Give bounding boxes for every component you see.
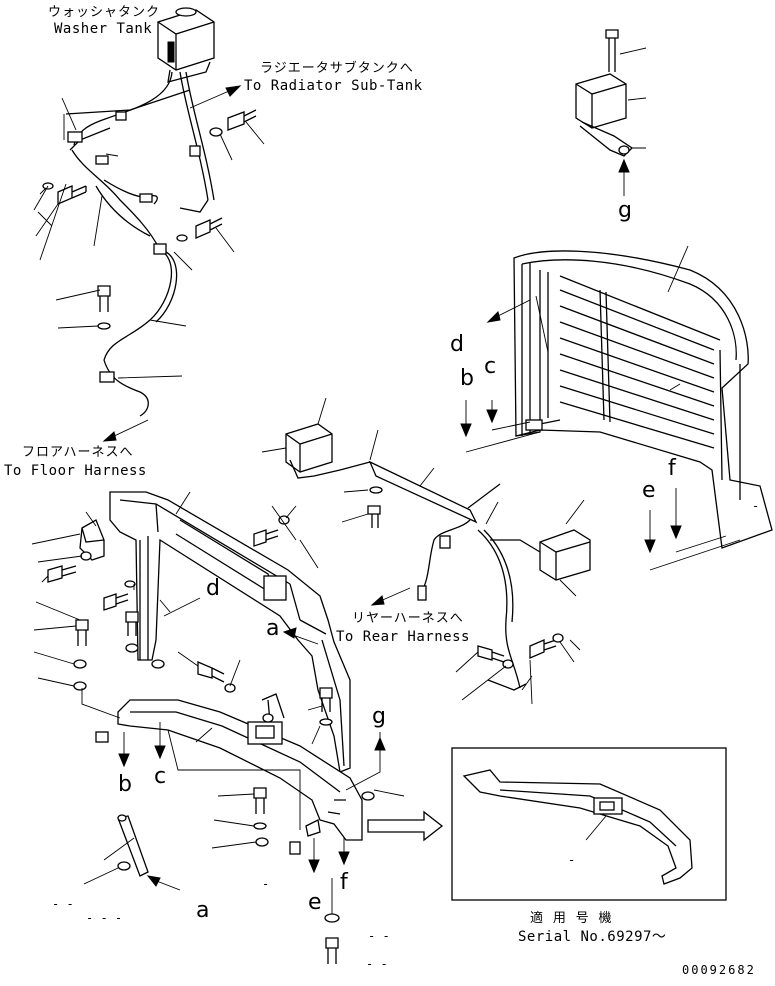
washer-tank-label-jp: ウォッシャタンク xyxy=(48,5,161,20)
frame-icon xyxy=(109,491,351,773)
ref-letter-g-top: g xyxy=(618,198,632,223)
rear-label-en: To Rear Harness xyxy=(336,629,470,645)
ref-letter-b-beam: b xyxy=(118,772,132,797)
floor-label-en: To Floor Harness xyxy=(4,463,147,479)
ref-letter-e-grille: e xyxy=(642,478,656,503)
ref-letter-e-beam: e xyxy=(308,890,322,915)
lower-beam-icon xyxy=(95,693,363,855)
ref-letter-b-grille: b xyxy=(460,366,474,391)
serial-label-en: Serial No.69297～ xyxy=(518,929,667,945)
work-lamp-icon xyxy=(575,29,647,196)
ref-letter-c-beam: c xyxy=(154,764,167,789)
grille-reference-lines xyxy=(460,295,741,571)
serial-label-jp: 適 用 号 機 xyxy=(530,911,613,926)
rear-bolts-icon xyxy=(455,633,581,705)
dash-mark-stay: - - xyxy=(52,897,74,911)
radiator-label-jp: ラジエータサブタンクへ xyxy=(260,61,414,76)
washer-tank-icon xyxy=(157,7,215,83)
dash-mark-washer: - - xyxy=(368,929,390,943)
inset-box-icon xyxy=(451,747,727,901)
arrow-to-floor-icon xyxy=(102,419,149,442)
frame-bracket-icon xyxy=(31,491,191,691)
ref-letter-a-stay: a xyxy=(196,898,210,923)
ref-letter-f-beam: f xyxy=(340,870,348,895)
ref-letter-a-frame: a xyxy=(266,616,280,641)
dash-mark-stay-2: - - - xyxy=(86,911,123,925)
frame-mid-bolts-icon xyxy=(177,505,333,745)
ref-letter-d-grille: d xyxy=(450,332,464,357)
ref-letter-g-beam: g xyxy=(372,704,386,729)
dash-mark-grille: - xyxy=(752,499,760,513)
dash-mark-inset: - xyxy=(568,853,576,867)
rear-harness-icon xyxy=(417,499,591,691)
dash-mark-beam: - xyxy=(262,877,270,891)
washer-hose-harness-icon xyxy=(65,71,215,417)
floor-label-jp: フロアハーネスへ xyxy=(22,445,134,460)
radiator-label-en: To Radiator Sub-Tank xyxy=(244,78,423,94)
beam-reference-lines xyxy=(81,688,405,874)
leader-lines-top-left xyxy=(33,97,265,379)
ref-letter-c-grille: c xyxy=(484,354,497,379)
bottom-bolts-icon xyxy=(211,787,340,964)
washer-tank-label-en: Washer Tank xyxy=(54,21,153,37)
mid-lamp-harness-icon xyxy=(261,397,501,528)
inset-arrow-icon xyxy=(367,810,444,842)
ref-letter-f-grille: f xyxy=(668,456,676,481)
arrow-to-radiator-icon xyxy=(189,85,242,109)
drawing-number: 00092682 xyxy=(682,963,756,977)
grille-icon xyxy=(513,245,773,549)
arrow-to-rear-icon xyxy=(370,587,411,606)
dash-mark-bolt: - - xyxy=(366,957,388,971)
stay-rod-icon xyxy=(83,814,181,891)
frame-reference-lines xyxy=(159,597,319,645)
bolt-icon xyxy=(42,109,257,330)
ref-letter-d-frame: d xyxy=(206,576,220,601)
rear-label-jp: リヤーハーネスへ xyxy=(352,611,464,626)
